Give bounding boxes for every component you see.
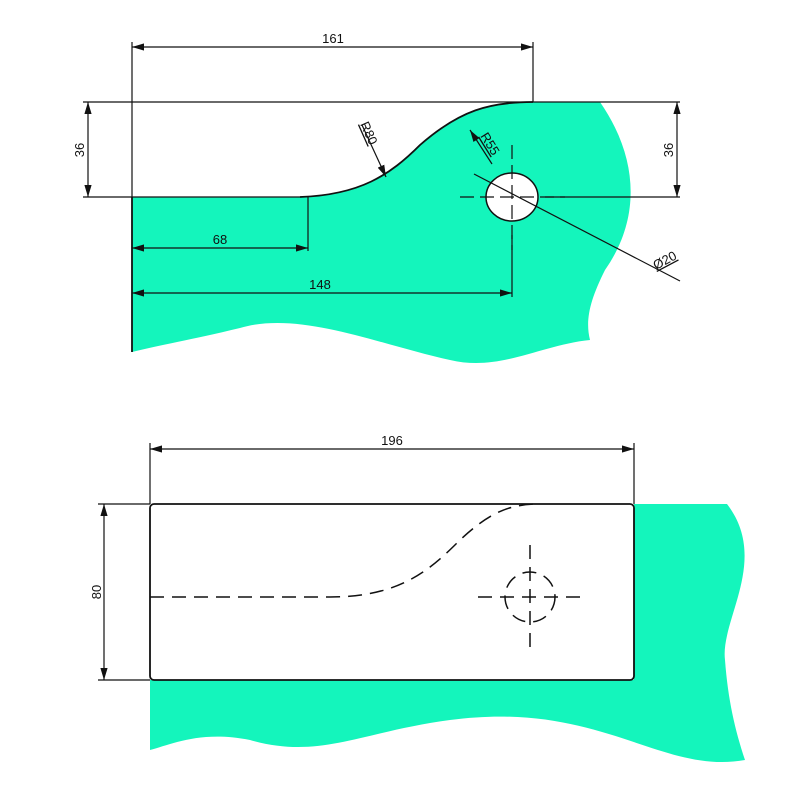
dim-label-68: 68	[213, 232, 227, 247]
hidden-profile-line	[150, 503, 541, 598]
glass-panel-front	[150, 504, 745, 762]
leader-diameter	[473, 173, 681, 282]
glass-panel-top	[132, 102, 631, 364]
leader-r55	[469, 129, 493, 165]
dim-label-80: 80	[89, 585, 104, 599]
dim-label-36-right: 36	[661, 143, 676, 157]
hole-centerline	[460, 145, 565, 250]
label-r80: R80	[357, 119, 380, 147]
dim-label-196: 196	[381, 433, 403, 448]
leader-r80	[361, 124, 387, 178]
dim-label-148: 148	[309, 277, 331, 292]
label-diameter: Ø20	[650, 248, 679, 273]
hidden-hole	[504, 571, 556, 623]
top-view: 161 36 36 68 148 R80 R55 Ø20	[72, 31, 681, 364]
hidden-centerline	[478, 545, 585, 650]
front-view: 196 80	[89, 433, 745, 762]
clamp-body	[149, 503, 635, 681]
clamp-profile-curve	[299, 101, 534, 198]
dim-label-36-left: 36	[72, 143, 87, 157]
dim-label-161: 161	[322, 31, 344, 46]
